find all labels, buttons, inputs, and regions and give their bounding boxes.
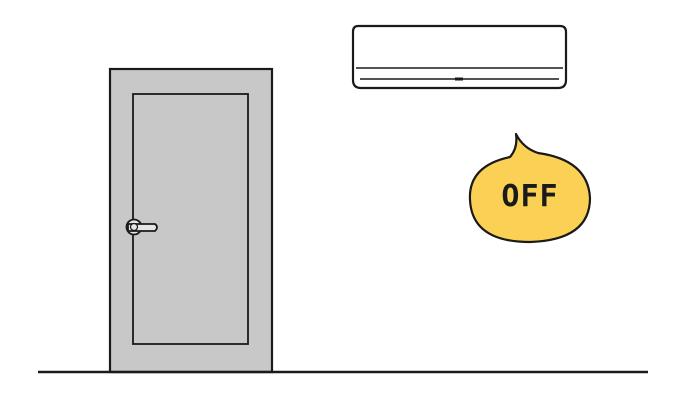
speech-bubble: OFF: [468, 132, 592, 244]
air-conditioner-body: [351, 24, 568, 90]
air-conditioner: [351, 24, 568, 90]
speech-bubble-text: OFF: [501, 179, 558, 214]
door-panel: [132, 93, 249, 345]
door: [108, 67, 274, 374]
door-handle-icon: [125, 218, 158, 236]
speech-bubble-shape: [468, 132, 592, 244]
